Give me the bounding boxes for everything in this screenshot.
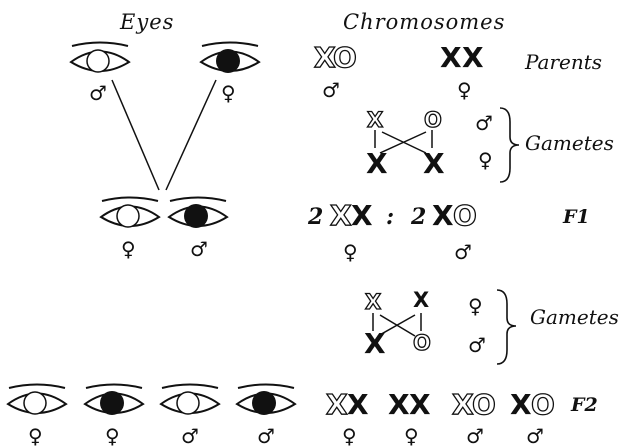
f2-chrom-male-symbol-2: ♂ <box>526 426 544 446</box>
f2-g2-x-solid-2: X <box>409 391 431 419</box>
f2-g1-x-outline: X <box>326 391 348 419</box>
f2-chrom-male-symbol-1: ♂ <box>466 426 484 446</box>
f2-label: F2 <box>571 394 598 416</box>
f2-female-symbol-2: ♀ <box>105 426 120 446</box>
f2-g3-x-outline: X <box>452 391 474 419</box>
gametes-2-label: Gametes <box>530 305 619 329</box>
f2-g4-o-chromosome: O <box>531 391 555 419</box>
red-eye-icon <box>234 382 298 422</box>
f2-chrom-female-symbol-1: ♀ <box>342 426 357 446</box>
f2-g3-o-chromosome: O <box>472 391 496 419</box>
f2-g1-x-solid: X <box>347 391 369 419</box>
f2-g2-x-solid-1: X <box>388 391 410 419</box>
f2-male-symbol-2: ♂ <box>257 426 275 446</box>
red-eye-icon <box>82 382 146 422</box>
f2-male-symbol-1: ♂ <box>181 426 199 446</box>
white-eye-icon <box>5 382 69 422</box>
white-eye-icon <box>158 382 222 422</box>
f2-chrom-female-symbol-2: ♀ <box>404 426 419 446</box>
f2-g4-x-solid: X <box>510 391 532 419</box>
f2-female-symbol-1: ♀ <box>28 426 43 446</box>
